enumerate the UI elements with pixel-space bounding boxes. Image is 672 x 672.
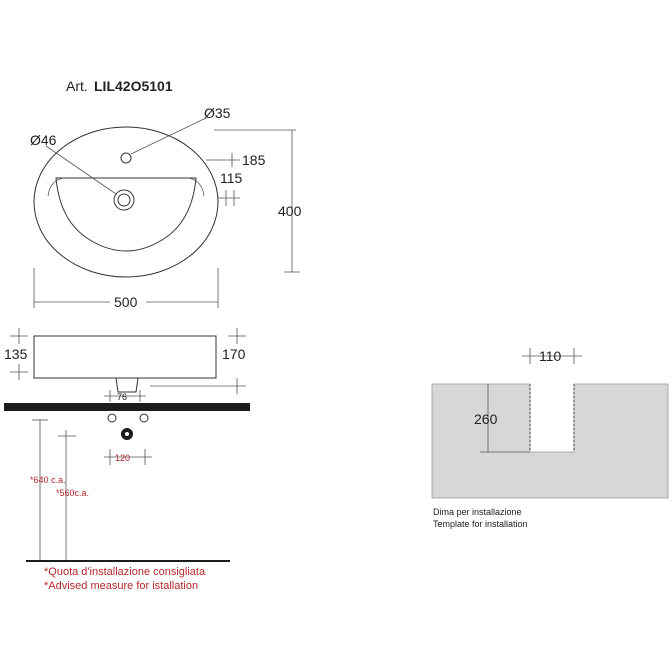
tap-leader (130, 117, 207, 155)
article-prefix: Art. (66, 78, 88, 94)
template-caption-en: Template for installation (433, 519, 528, 529)
dim-120: 120 (115, 453, 130, 463)
installation-template: 110 260 Dima per installazione Template … (431, 348, 669, 529)
dim-400: 400 (278, 203, 302, 219)
dim-170: 170 (222, 346, 246, 362)
tap-hole-label: Ø35 (204, 105, 231, 121)
template-caption-it: Dima per installazione (433, 507, 522, 517)
note-english: *Advised measure for istallation (44, 580, 198, 592)
drain-hole-outer (113, 189, 135, 211)
basin-ledge (47, 177, 205, 197)
article-code: LIL42O5101 (94, 78, 173, 94)
basin-bowl (55, 177, 197, 252)
dim-115: 115 (220, 170, 243, 186)
basin-profile (33, 335, 217, 379)
tap-hole (120, 152, 132, 164)
dim-260: 260 (474, 411, 498, 427)
dim-110: 110 (539, 348, 562, 364)
note-italian: *Quota d'installazione consigliata (44, 566, 206, 578)
dim-76: 76 (117, 392, 127, 402)
pipe-hole-right (139, 413, 149, 423)
top-view: Ø35 Ø46 185 115 400 500 (30, 105, 302, 310)
dim-500: 500 (114, 294, 138, 310)
countertop (4, 403, 250, 411)
dim-560: *560c.a. (56, 488, 89, 498)
drain-hole-inner (117, 193, 131, 207)
basin-outer-rim (33, 126, 219, 278)
dim-135: 135 (4, 346, 28, 362)
pipe-hole-left (107, 413, 117, 423)
dim-185: 185 (242, 152, 266, 168)
drain-hole-label: Ø46 (30, 132, 57, 148)
side-view: 135 170 76 120 *640 c.a. *560c.a. *Quota… (4, 328, 250, 592)
drain-pipe-core (125, 432, 129, 436)
template-shape (431, 383, 669, 499)
drain-leader (45, 145, 117, 195)
dim-640: *640 c.a. (30, 475, 66, 485)
drain-outlet (115, 377, 139, 393)
